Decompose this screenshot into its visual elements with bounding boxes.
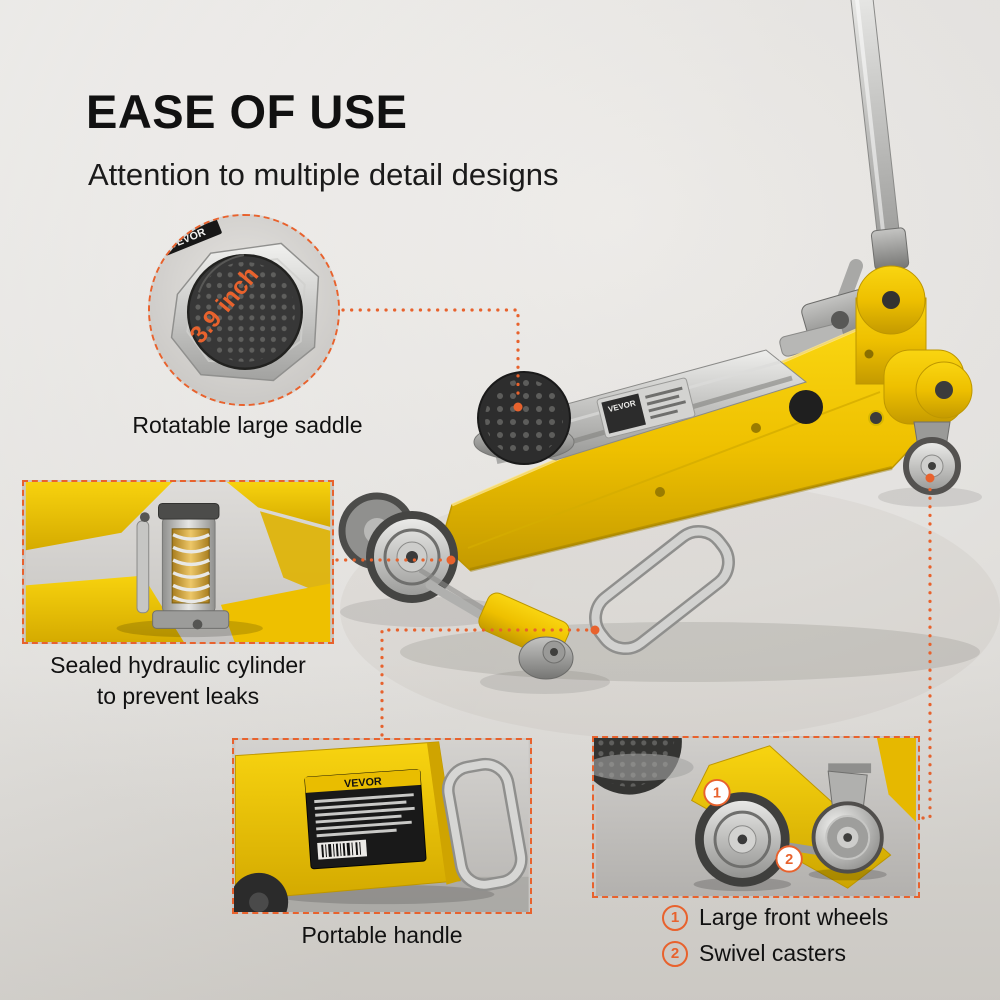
page-title: EASE OF USE <box>86 85 408 138</box>
spring-coils <box>172 533 210 604</box>
callout-cylinder-photo <box>22 480 334 644</box>
front-wheel <box>695 792 790 887</box>
saddle-closeup: VEVOR 3.9 inch <box>150 216 338 404</box>
marker-2-icon: 2 <box>775 845 803 873</box>
cylinder-closeup <box>25 482 331 642</box>
brand-label: VEVOR <box>344 776 383 791</box>
connector-dot-cylinder <box>446 555 456 565</box>
jack-carry-handle <box>589 524 735 656</box>
connector-dot-wheels <box>925 473 935 483</box>
wheels-closeup: 1 2 <box>594 738 916 896</box>
page-subtitle: Attention to multiple detail designs <box>88 157 559 192</box>
swivel-caster <box>811 763 884 874</box>
wheel-feature-item: 1 Large front wheels <box>662 904 888 931</box>
caption-hydraulic-cylinder: Sealed hydraulic cylinder to prevent lea… <box>20 650 336 712</box>
marker-2-icon: 2 <box>662 940 688 967</box>
svg-text:2: 2 <box>785 852 793 868</box>
caption-hydraulic-line1: Sealed hydraulic cylinder <box>50 652 306 678</box>
connector-dot-handle <box>590 625 600 635</box>
spec-label: VEVOR <box>596 377 696 439</box>
caption-portable-handle: Portable handle <box>301 922 463 948</box>
jack-lift-arm: VEVOR <box>503 349 808 461</box>
caption-hydraulic-line2: to prevent leaks <box>96 683 260 710</box>
marker-1-icon: 1 <box>662 904 688 931</box>
portable-handle-loop <box>441 757 528 892</box>
wheel-feature-label: Swivel casters <box>699 940 846 966</box>
marker-1-icon: 1 <box>703 778 731 807</box>
jack-front-foot <box>478 592 574 680</box>
release-knob <box>789 390 823 424</box>
handle-closeup: VEVOR <box>234 740 529 912</box>
connector-dot-saddle <box>513 402 523 412</box>
wheel-feature-label: Large front wheels <box>699 904 889 930</box>
wheel-feature-list: 1 Large front wheels 2 Swivel casters <box>662 904 888 967</box>
jack-saddle <box>473 371 575 465</box>
warning-sticker: VEVOR <box>304 768 427 870</box>
callout-handle-photo: VEVOR <box>232 738 532 914</box>
caption-rotatable-saddle: Rotatable large saddle <box>132 412 363 438</box>
wheel-edge <box>234 872 289 912</box>
callout-wheels-photo: 1 2 <box>592 736 920 898</box>
wheel-feature-item: 2 Swivel casters <box>662 940 888 967</box>
callout-saddle-photo: VEVOR 3.9 inch <box>148 214 340 406</box>
svg-text:1: 1 <box>713 785 721 801</box>
jack-handle-pole <box>848 0 910 271</box>
jack-rear-caster <box>883 349 973 495</box>
